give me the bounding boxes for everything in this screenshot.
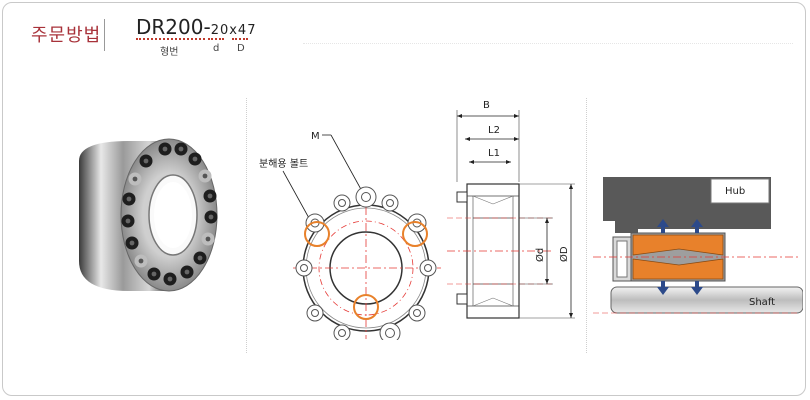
model-main: DR200- bbox=[136, 15, 211, 39]
product-image bbox=[79, 138, 218, 292]
ordering-card: 주문방법 DR200-20x47 형번 d D bbox=[2, 2, 806, 396]
label-M: M bbox=[311, 131, 320, 142]
label-D: ØD bbox=[558, 246, 570, 262]
section-view-drawing: B L2 L1 Ød ØD bbox=[447, 100, 575, 319]
d-underline bbox=[208, 38, 224, 40]
D-label: D bbox=[237, 43, 245, 54]
model-underline bbox=[136, 38, 205, 40]
model-label: 형번 bbox=[160, 47, 179, 58]
label-d: Ød bbox=[534, 248, 546, 262]
installation-view-drawing: Hub Shaft bbox=[593, 177, 803, 314]
D-underline bbox=[232, 38, 248, 40]
model-code: DR200-20x47 bbox=[136, 15, 256, 39]
section-divider-1 bbox=[246, 98, 248, 353]
label-L2: L2 bbox=[488, 125, 500, 136]
header-rule bbox=[303, 43, 793, 45]
label-B: B bbox=[483, 100, 490, 111]
section-divider-2 bbox=[586, 98, 588, 353]
label-L1: L1 bbox=[488, 148, 500, 159]
front-view-drawing: M 분해용 볼트 bbox=[259, 131, 441, 340]
removal-bolt-highlights bbox=[304, 221, 428, 320]
label-removal-bolt: 분해용 볼트 bbox=[259, 157, 308, 170]
label-hub: Hub bbox=[725, 186, 745, 197]
title-separator bbox=[104, 19, 105, 51]
model-size: 20x47 bbox=[210, 23, 257, 38]
bolt-heads bbox=[121, 142, 218, 286]
d-label: d bbox=[213, 43, 220, 54]
label-shaft: Shaft bbox=[749, 297, 775, 308]
ordering-header: 주문방법 DR200-20x47 형번 d D bbox=[3, 3, 805, 73]
pressure-arrows bbox=[657, 219, 703, 295]
page-title: 주문방법 bbox=[31, 25, 102, 46]
